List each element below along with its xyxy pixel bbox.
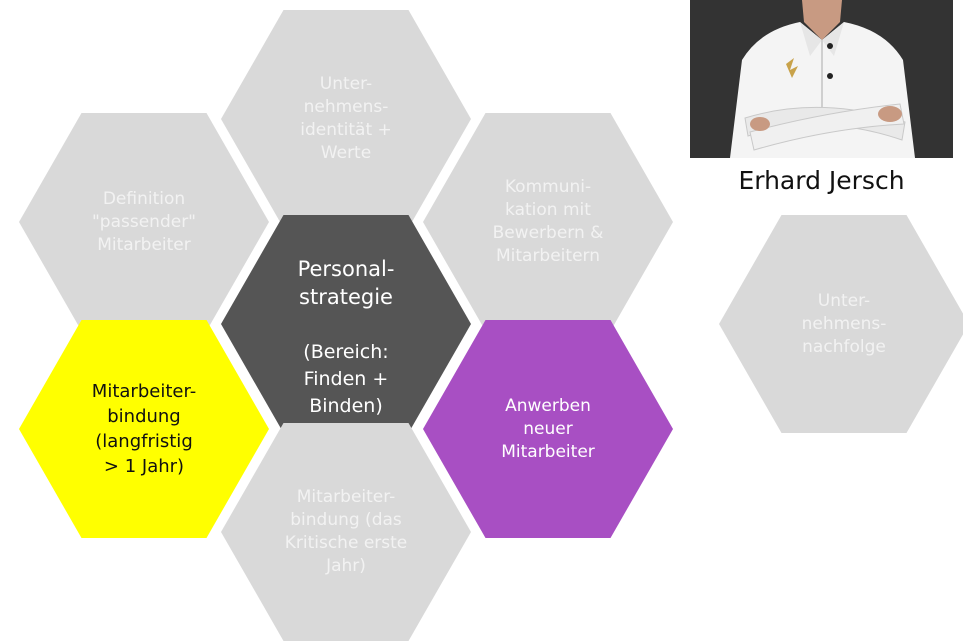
person-name: Erhard Jersch (738, 166, 905, 195)
hex-definition-mitarbeiter: Definition "passender" Mitarbeiter (19, 113, 269, 331)
hex-label: Definition "passender" Mitarbeiter (91, 188, 197, 255)
hex-center-subtitle: (Bereich: Finden + Binden) (303, 340, 389, 417)
person-photo (690, 0, 953, 158)
hex-label: Mitarbeiter- bindung (das Kritische erst… (284, 487, 408, 576)
hex-unternehmensidentitaet: Unter- nehmens- identität + Werte (221, 10, 471, 228)
hex-center-text: Personal- strategie (Bereich: Finden + B… (298, 229, 395, 420)
hex-anwerben: Anwerben neuer Mitarbeiter (423, 320, 673, 538)
hex-label: Kommuni- kation mit Bewerbern & Mitarbei… (492, 177, 604, 266)
hex-label: Anwerben neuer Mitarbeiter (501, 395, 595, 462)
hex-mitarbeiterbindung-erstes-jahr: Mitarbeiter- bindung (das Kritische erst… (221, 423, 471, 641)
hex-mitarbeiterbindung-langfristig: Mitarbeiter- bindung (langfristig > 1 Ja… (19, 320, 269, 538)
hex-kommunikation: Kommuni- kation mit Bewerbern & Mitarbei… (423, 113, 673, 331)
hex-unternehmensnachfolge: Unter- nehmens- nachfolge (719, 215, 963, 433)
hex-label: Mitarbeiter- bindung (langfristig > 1 Ja… (91, 381, 197, 477)
hex-label: Unter- nehmens- identität + Werte (300, 74, 392, 163)
person-illustration (690, 0, 953, 158)
hexagon-diagram: Unter- nehmens- identität + Werte Defini… (19, 0, 963, 641)
hex-personalstrategie: Personal- strategie (Bereich: Finden + B… (221, 215, 471, 433)
hex-center-title: Personal- strategie (297, 256, 395, 309)
hex-label: Unter- nehmens- nachfolge (801, 290, 887, 357)
